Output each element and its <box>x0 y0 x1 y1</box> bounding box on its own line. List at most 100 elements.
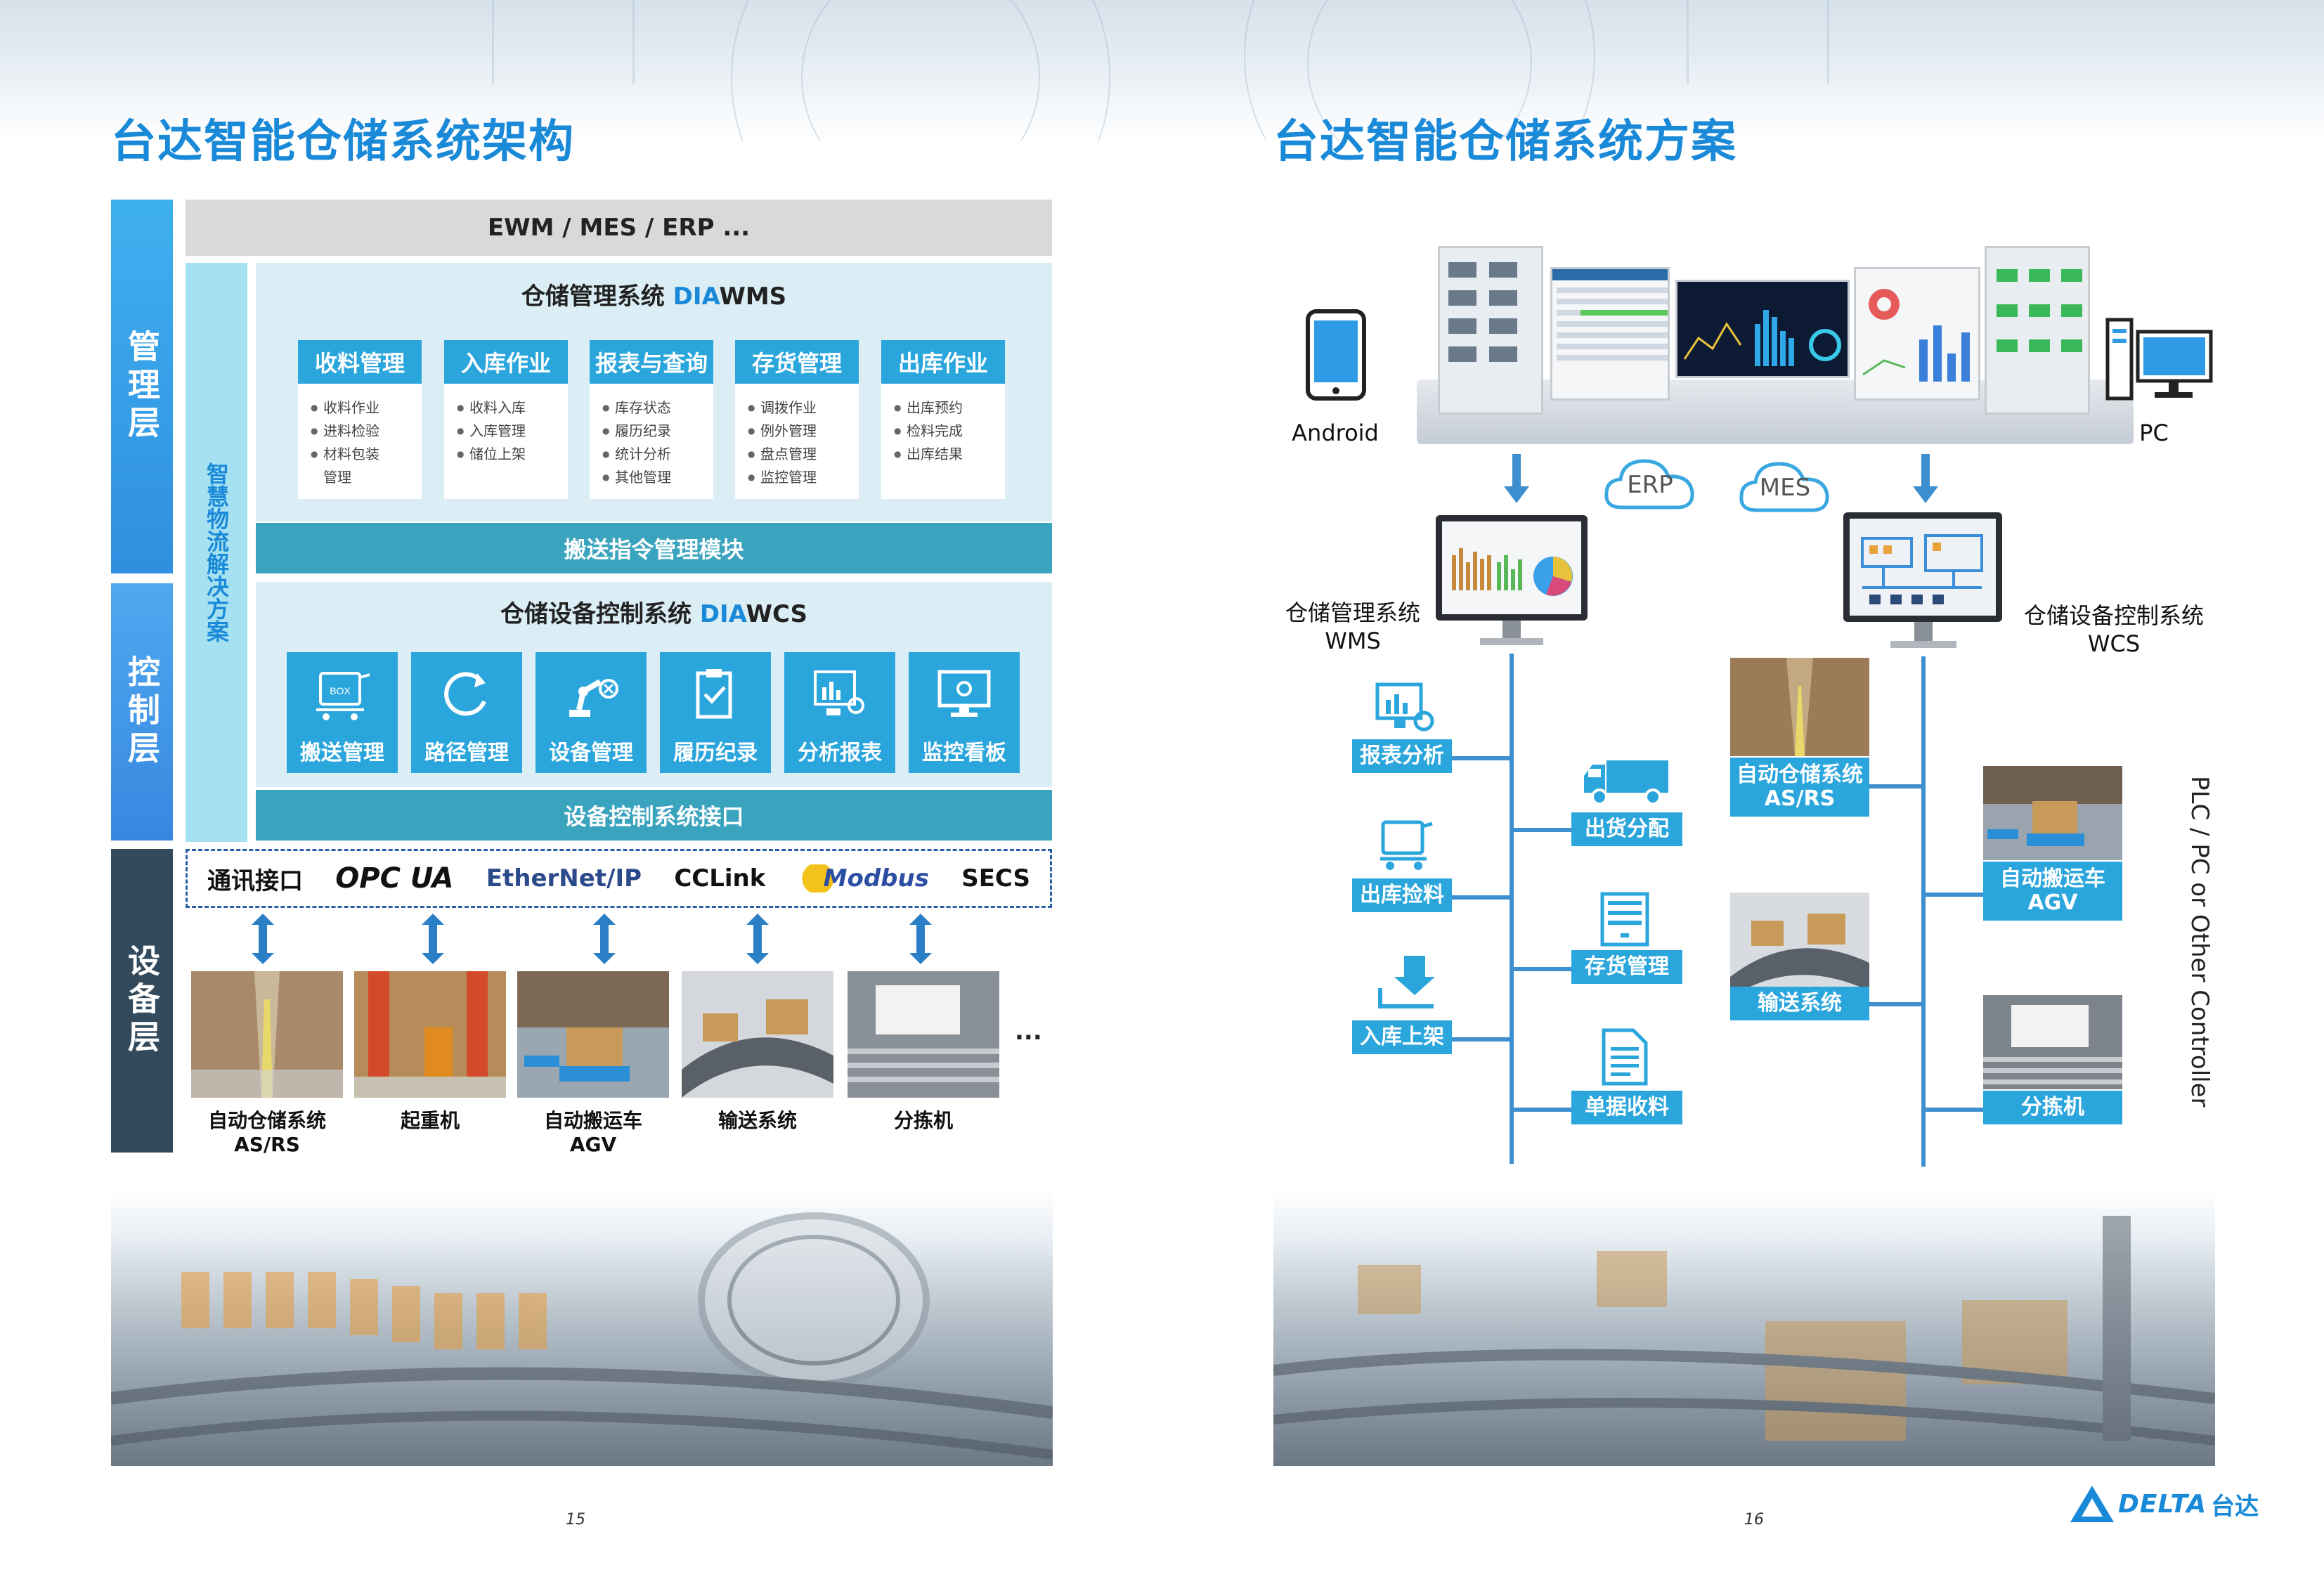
arrow-down-icon <box>1913 454 1938 503</box>
layer-control: 控制层 <box>111 583 173 841</box>
system-name: 分拣机 <box>2021 1095 2084 1120</box>
wcs-module-card: 路径管理 <box>411 652 522 773</box>
robot-arm-icon <box>535 659 647 729</box>
wms-module-item: 监控管理 <box>748 466 859 489</box>
wcs-photo-agv <box>1983 766 2122 860</box>
branch-line <box>1510 1108 1571 1112</box>
delta-brand: DELTA 台达 <box>2069 1483 2259 1525</box>
device-label: 起重机 <box>346 1109 514 1133</box>
transport-command-bar: 搬送指令管理模块 <box>256 523 1052 573</box>
system-name: 自动仓储系统 <box>1736 762 1863 787</box>
protocol-opcua: OPC UA <box>335 862 454 895</box>
protocol-label: 通讯接口 <box>207 867 303 895</box>
branch-line <box>1921 893 1983 897</box>
function-tag: 入库上架 <box>1352 1020 1452 1054</box>
wcs-title-prefix: 仓储设备控制系统 <box>500 600 700 628</box>
smart-logistics-column: 智慧物流解决方案 <box>186 263 247 842</box>
wms-module-item: 检料完成 <box>894 420 1005 443</box>
wms-module-title: 出库作业 <box>881 340 1005 384</box>
branch-line <box>1510 828 1571 832</box>
wcs-title-suffix: WCS <box>746 600 808 628</box>
wms-module-item: 其他管理 <box>602 466 713 489</box>
wms-module-item: 调拨作业 <box>748 396 859 420</box>
device-name: 自动搬运车 <box>543 1109 642 1132</box>
arrow-updown-icon <box>746 914 769 964</box>
wcs-node-label: 仓储设备控制系统 WCS <box>2015 602 2212 658</box>
protocol-modbus: Modbus <box>798 864 929 893</box>
wms-module-card: 出库作业出库预约检料完成出库结果 <box>881 340 1005 499</box>
wcs-module-card: 分析报表 <box>784 652 895 773</box>
system-sub: AS/RS <box>1764 786 1836 811</box>
right-page-title: 台达智能仓储系统方案 <box>1273 116 1737 168</box>
arrow-updown-icon <box>422 914 444 964</box>
wcs-photo-asrs <box>1730 658 1869 756</box>
cloud-erp-label: ERP <box>1627 471 1673 499</box>
branch-line <box>1452 1037 1514 1041</box>
screen-1 <box>1438 246 1543 415</box>
function-tag: 单据收料 <box>1571 1091 1682 1124</box>
wcs-module-label: 搬送管理 <box>300 741 384 765</box>
svg-text:BOX: BOX <box>330 685 351 696</box>
protocol-secs: SECS <box>961 864 1030 893</box>
function-tag: 报表分析 <box>1352 739 1452 773</box>
wms-module-items: 库存状态履历纪录统计分析其他管理 <box>590 384 713 489</box>
system-name: 自动搬运车 <box>2000 867 2105 891</box>
wcs-module-label: 监控看板 <box>922 741 1006 765</box>
wcs-module-card: BOX 搬送管理 <box>287 652 398 773</box>
wms-module-item: 库存状态 <box>602 396 713 420</box>
wms-module-item: 统计分析 <box>602 443 713 466</box>
wms-title-highlight: DIA <box>673 283 720 311</box>
screen-4 <box>1854 267 1980 401</box>
clipboard-icon <box>660 659 771 729</box>
screen-5 <box>1985 246 2090 415</box>
device-label: 分拣机 <box>839 1109 1008 1133</box>
function-tag: 输送系统 <box>1730 987 1869 1020</box>
device-name: 起重机 <box>400 1109 460 1132</box>
layer-device: 设备层 <box>111 849 173 1153</box>
wms-module-item: 出库结果 <box>894 443 1005 466</box>
wms-monitor-icon <box>1436 515 1588 645</box>
cloud-icon <box>1739 462 1829 512</box>
wcs-module-card: 设备管理 <box>535 652 647 773</box>
wms-trunk-line <box>1510 654 1514 1164</box>
wms-module-card: 存货管理调拨作业例外管理盘点管理监控管理 <box>735 340 859 499</box>
device-photo-asrs <box>191 971 343 1098</box>
screen-3 <box>1675 280 1850 378</box>
wms-module-item: 收料作业 <box>311 396 422 420</box>
report-analysis-icon <box>1375 682 1434 732</box>
arrow-updown-icon <box>593 914 616 964</box>
desktop-pc-icon <box>2105 318 2213 401</box>
wms-module-title: 收料管理 <box>298 340 422 384</box>
inbound-tray-icon <box>1378 956 1435 1008</box>
wms-module-items: 收料入库入库管理储位上架 <box>444 384 568 466</box>
branch-line <box>1510 967 1571 971</box>
header-background <box>0 0 2324 141</box>
branch-line <box>1869 784 1926 788</box>
device-sub: AGV <box>569 1133 617 1156</box>
dashboard-screens <box>1417 232 2134 444</box>
function-tag: 出货分配 <box>1571 812 1682 846</box>
wcs-monitor-icon <box>1843 512 2002 648</box>
wms-module-title: 入库作业 <box>444 340 568 384</box>
smartphone-icon <box>1306 309 1366 401</box>
wms-module-item: 履历纪录 <box>602 420 713 443</box>
branch-line <box>1869 1002 1926 1006</box>
wcs-node-label-line1: 仓储设备控制系统 <box>2023 602 2204 629</box>
wms-module-item: 入库管理 <box>457 420 568 443</box>
wcs-module-label: 路径管理 <box>424 741 509 765</box>
pc-label: PC <box>2139 420 2169 446</box>
delivery-truck-icon <box>1584 760 1668 805</box>
protocol-box: 通讯接口 OPC UA EtherNet/IP CCLink Modbus SE… <box>186 849 1052 908</box>
device-sub: AS/RS <box>234 1133 300 1156</box>
branch-line <box>1452 756 1514 760</box>
wms-node-label: 仓储管理系统 WMS <box>1272 599 1434 655</box>
device-name: 自动仓储系统 <box>207 1109 326 1132</box>
wcs-module-card: 履历纪录 <box>660 652 771 773</box>
box-cart-icon <box>1380 820 1433 870</box>
wms-module-item: 管理 <box>323 469 351 486</box>
inventory-cabinet-icon <box>1600 892 1649 947</box>
brand-logo-text: DELTA <box>2118 1489 2207 1519</box>
